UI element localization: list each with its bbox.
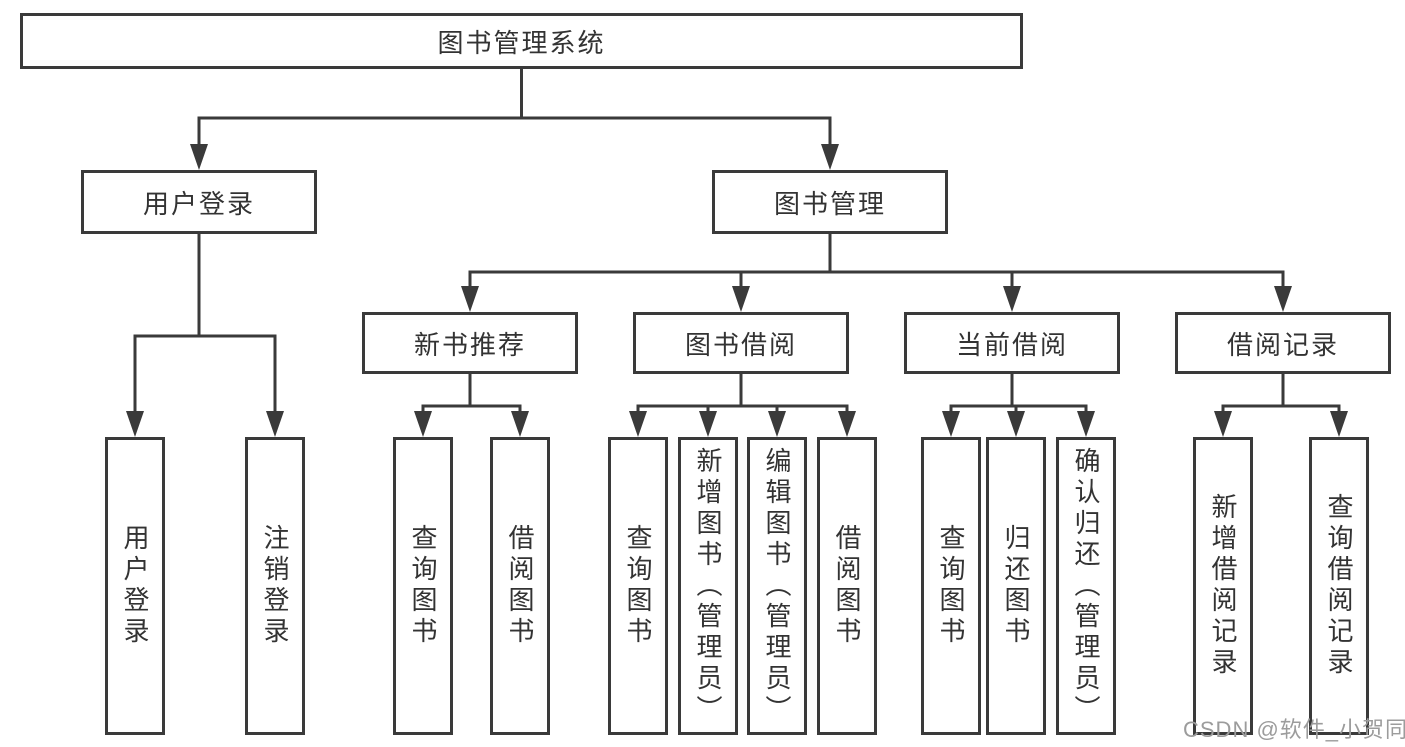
leaf-return-books: 归还图书 [986,437,1046,735]
connector-current-borrow-children [942,371,1095,437]
node-label: 图书管理 [773,188,886,219]
node-label: 借阅记录 [1226,329,1339,360]
node-label: 用户登录 [120,524,150,648]
node-borrow-records: 借阅记录 [1175,312,1391,374]
leaf-borrow-books: 借阅图书 [817,437,877,735]
node-label: 查询借阅记录 [1324,493,1354,679]
node-current-borrow: 当前借阅 [904,312,1120,374]
leaf-query-books-current: 查询图书 [921,437,981,735]
leaf-user-login: 用户登录 [105,437,165,735]
node-label: 新增借阅记录 [1208,493,1238,679]
connector-borrow-records-children [1214,371,1348,437]
node-label: 查询图书 [408,524,438,648]
node-label: 注销登录 [260,524,290,648]
connector-book-borrow-children [629,371,856,437]
connector-root-to-level2 [190,65,839,170]
leaf-query-books-borrow: 查询图书 [608,437,668,735]
node-label: 新书推荐 [413,329,526,360]
node-label: 图书管理系统 [437,27,606,58]
leaf-borrow-books-recommend: 借阅图书 [490,437,550,735]
leaf-logout: 注销登录 [245,437,305,735]
node-label: 确认归还（管理员） [1071,446,1101,726]
node-label: 归还图书 [1001,524,1031,648]
connector-new-book-recommend-children [414,371,529,437]
leaf-add-borrow-record: 新增借阅记录 [1193,437,1253,735]
node-label: 图书借阅 [684,329,797,360]
node-library-system: 图书管理系统 [20,13,1023,69]
node-label: 查询图书 [936,524,966,648]
node-label: 当前借阅 [955,329,1068,360]
node-label: 借阅图书 [832,524,862,648]
node-book-management: 图书管理 [712,170,948,234]
node-user-login: 用户登录 [81,170,317,234]
leaf-edit-book-admin: 编辑图书（管理员） [747,437,807,735]
node-label: 用户登录 [142,188,255,219]
connector-user-login-children [126,231,284,437]
leaf-query-borrow-record: 查询借阅记录 [1309,437,1369,735]
csdn-watermark: CSDN @软件_小贺同学 [1183,717,1405,742]
node-label: 编辑图书（管理员） [762,446,792,726]
leaf-confirm-return-admin: 确认归还（管理员） [1056,437,1116,735]
leaf-query-books-recommend: 查询图书 [393,437,453,735]
node-label: 新增图书（管理员） [693,446,723,726]
node-new-book-recommend: 新书推荐 [362,312,578,374]
node-label: 查询图书 [623,524,653,648]
node-label: 借阅图书 [505,524,535,648]
connector-book-management-to-level3 [461,231,1292,312]
leaf-add-book-admin: 新增图书（管理员） [678,437,738,735]
node-book-borrow: 图书借阅 [633,312,849,374]
